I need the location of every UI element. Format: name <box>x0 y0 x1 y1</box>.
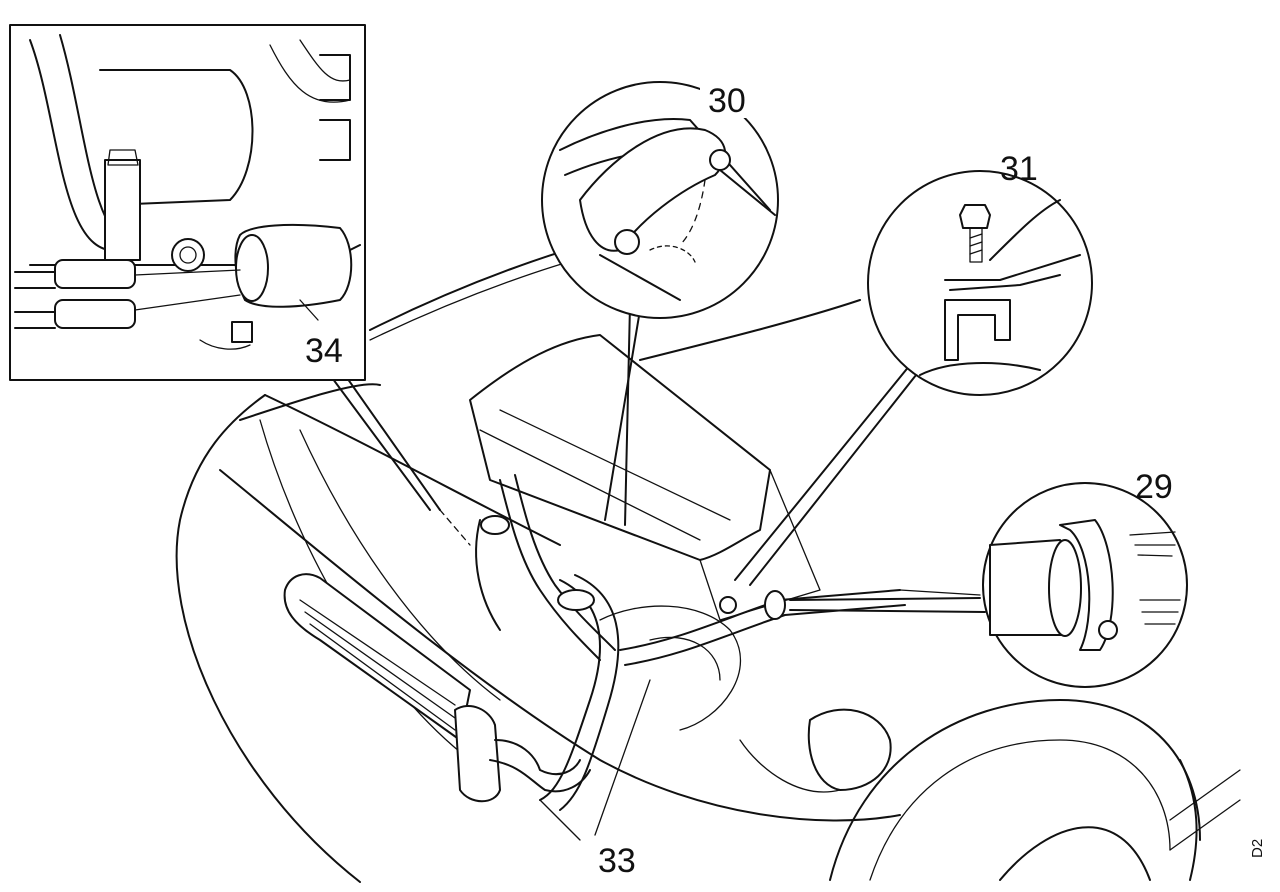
coolant-hoses <box>475 474 981 811</box>
radiator <box>283 573 591 803</box>
detail-circle-31: 31 <box>867 150 1093 396</box>
wheel-arch <box>829 699 1241 881</box>
callout-31: 31 <box>1000 150 1038 188</box>
figure-code: D2 <box>1249 839 1266 858</box>
engine-block <box>469 334 892 793</box>
leader-lines <box>329 304 986 841</box>
detail-circle-30: 30 <box>541 78 779 319</box>
callout-33: 33 <box>598 842 636 880</box>
inset-detail-34: 34 <box>9 24 366 381</box>
callout-29: 29 <box>1135 468 1173 506</box>
detail-circle-29: 29 <box>982 468 1188 688</box>
callout-34: 34 <box>305 332 343 370</box>
callout-30: 30 <box>708 82 746 120</box>
